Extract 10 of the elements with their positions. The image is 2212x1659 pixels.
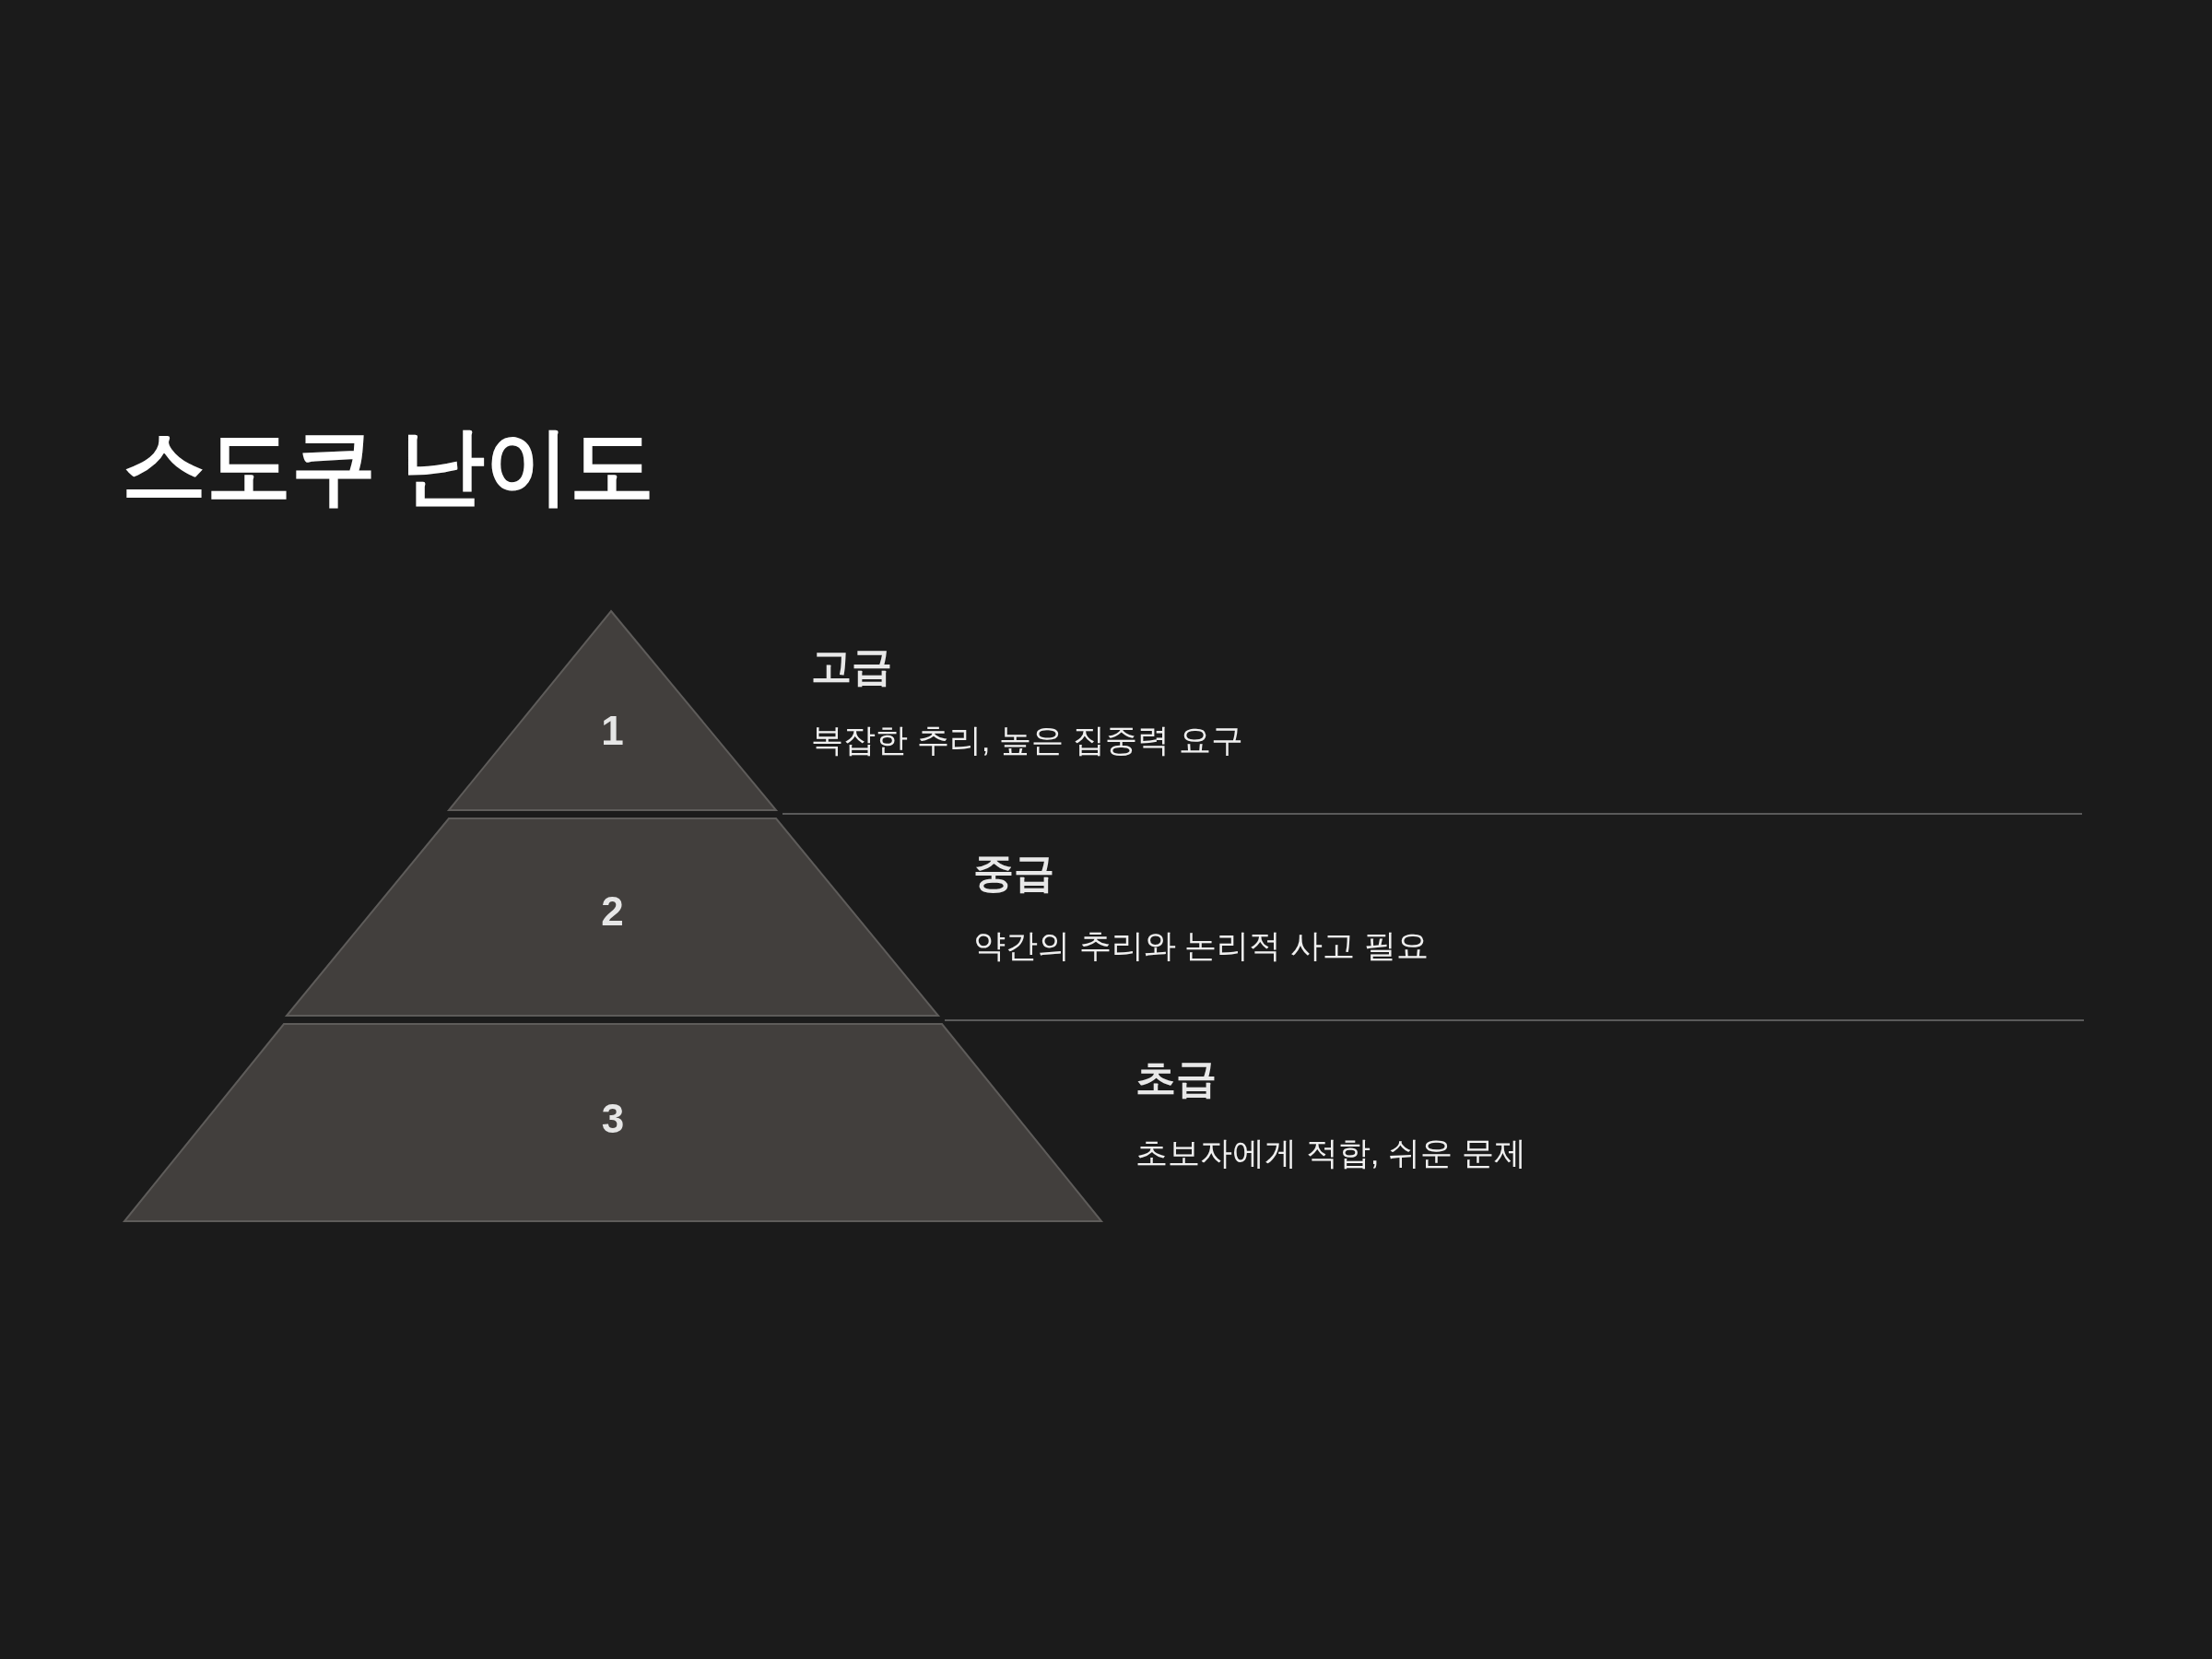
title: 스도쿠 난이도 xyxy=(122,418,654,514)
level-heading: 중급 xyxy=(973,849,1054,897)
level-description: 초보자에게 적합, 쉬운 문제 xyxy=(1135,1134,1526,1172)
level-description: 약간의 추리와 논리적 사고 필요 xyxy=(973,926,1429,965)
tier-number: 3 xyxy=(601,1099,625,1139)
level-heading: 고급 xyxy=(811,642,892,690)
level-description: 복잡한 추리, 높은 집중력 요구 xyxy=(811,721,1243,759)
tier-number: 1 xyxy=(601,711,624,751)
level-heading: 초급 xyxy=(1135,1054,1217,1102)
tier-number: 2 xyxy=(601,891,624,932)
